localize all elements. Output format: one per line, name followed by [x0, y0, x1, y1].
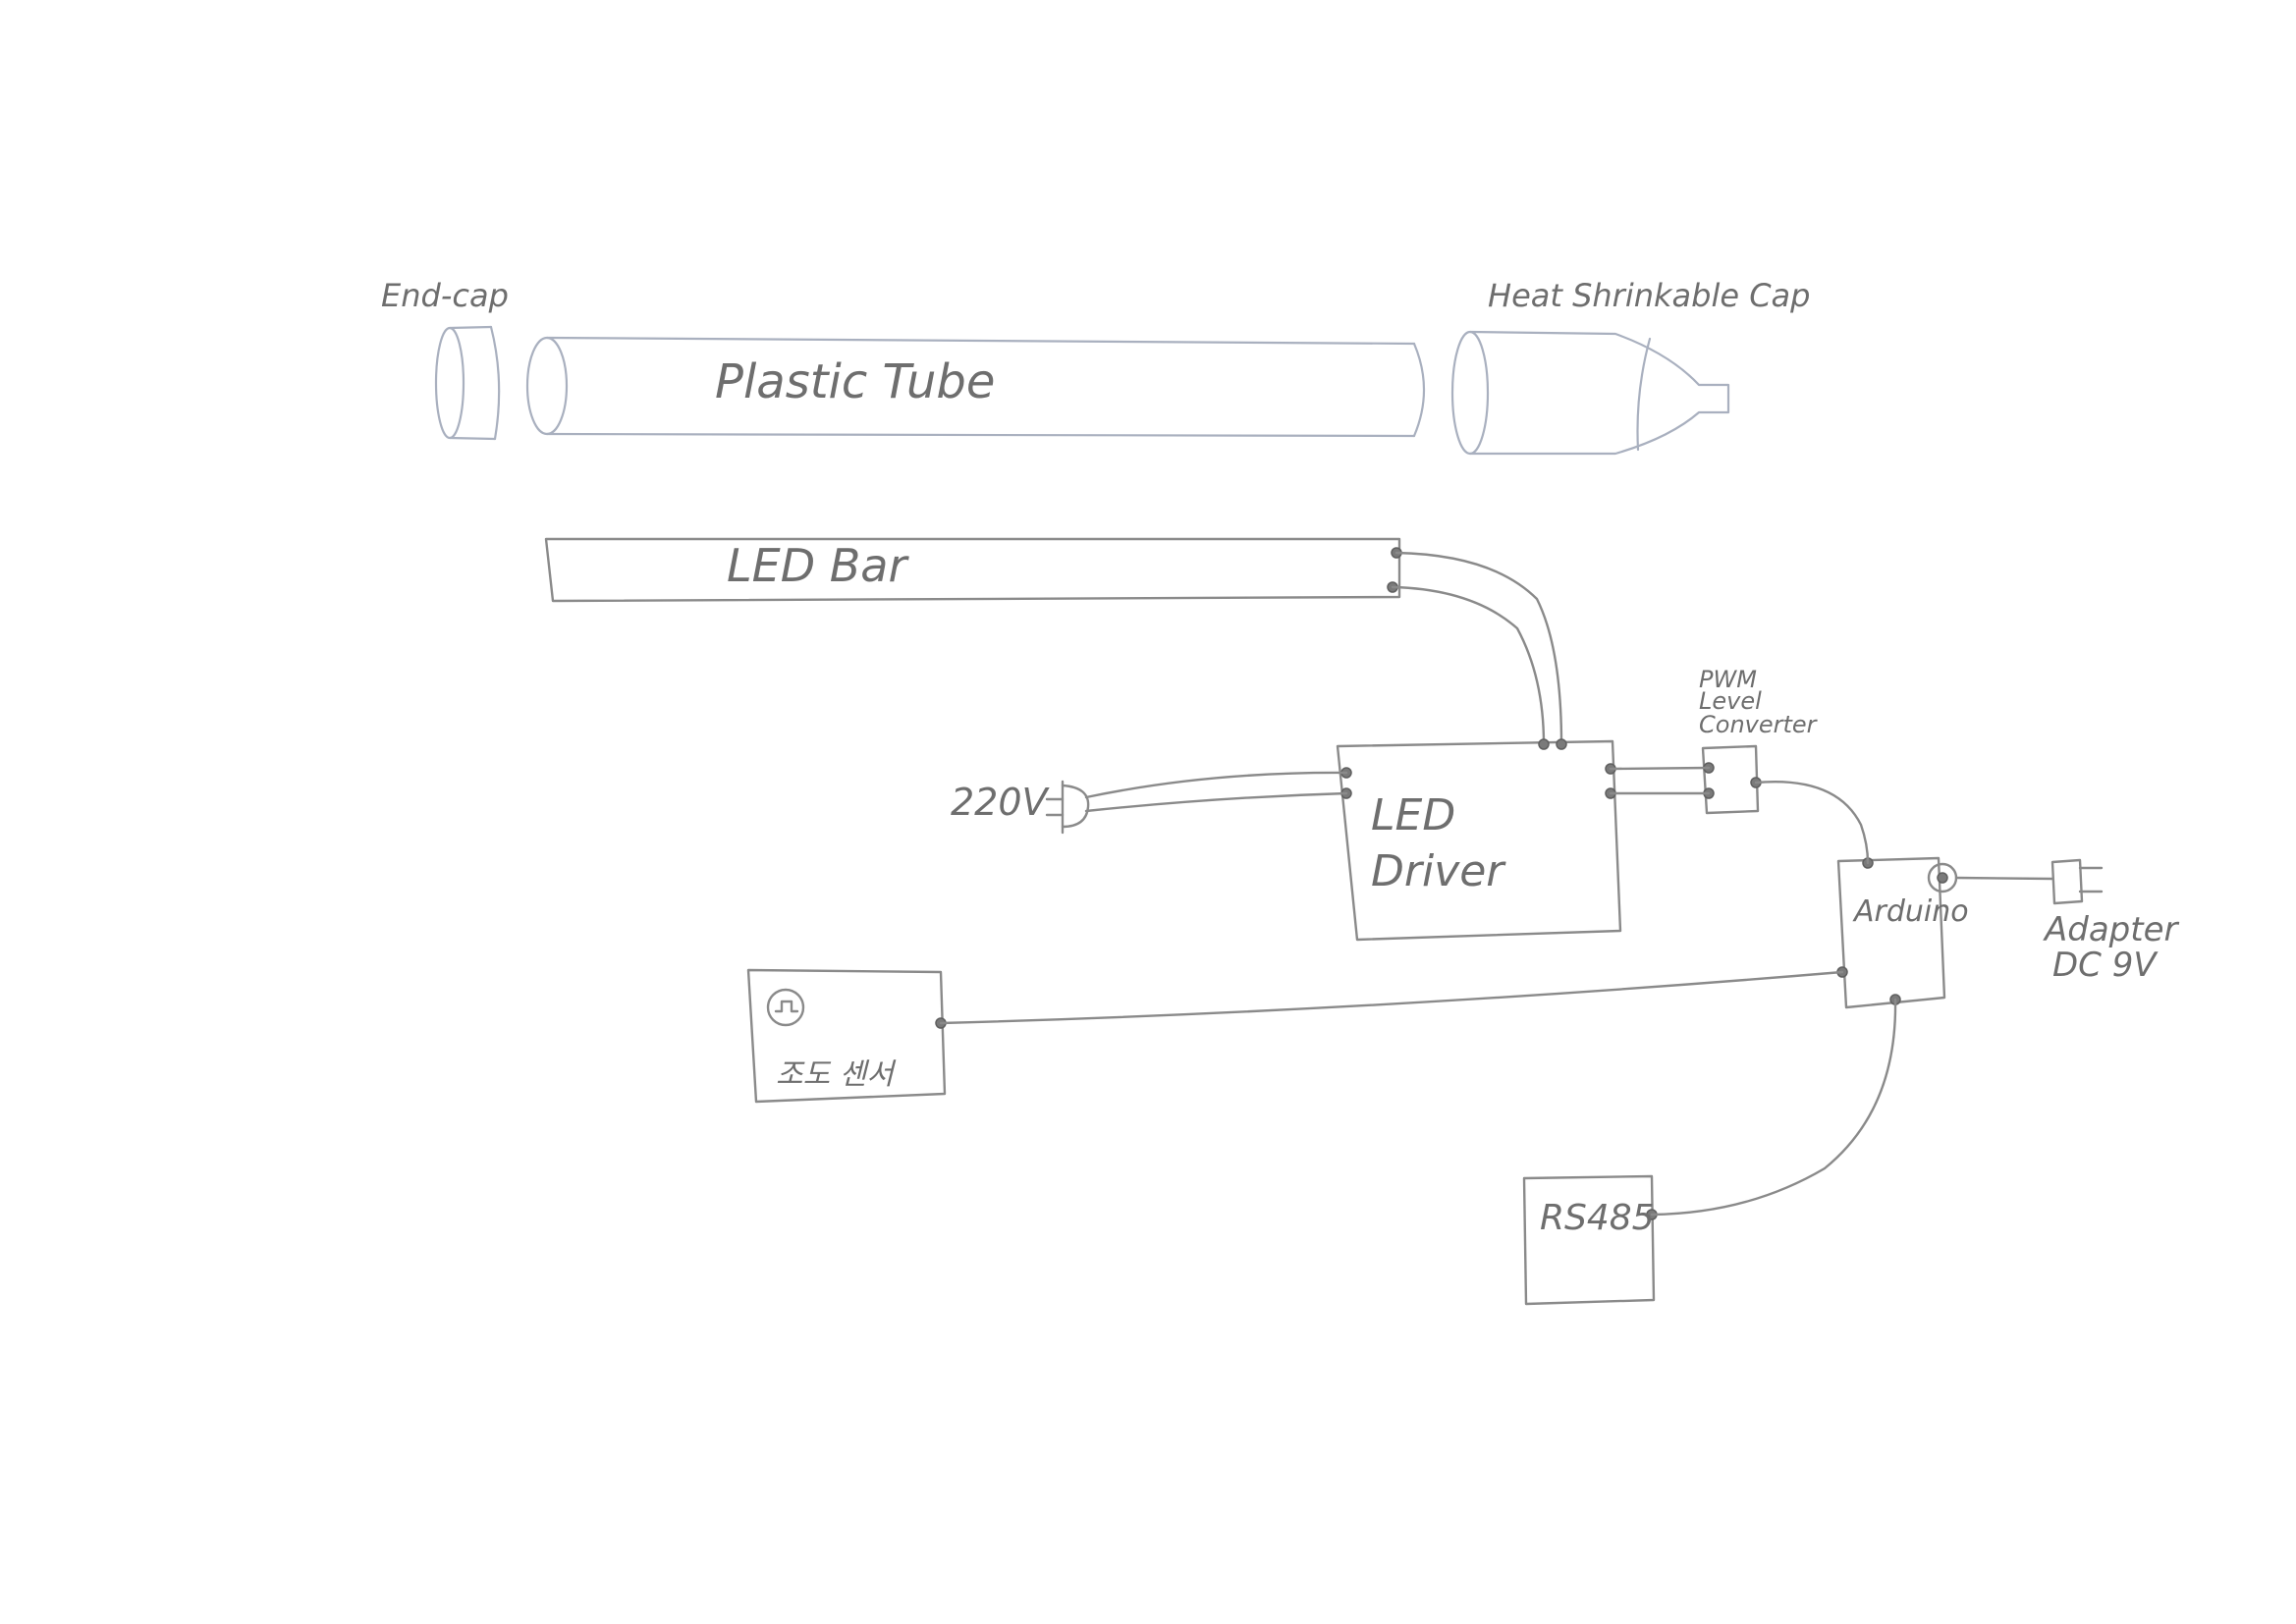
led-bar-label: LED Bar — [727, 539, 909, 592]
rs485-module — [1522, 1174, 1658, 1306]
end-cap-label: End-cap — [381, 277, 509, 314]
rs485-label: RS485 — [1540, 1198, 1655, 1238]
pwm-label-line3: Converter — [1699, 711, 1819, 738]
wire-arduino-adapter — [1954, 876, 2054, 881]
wire-mains-2 — [1084, 791, 1348, 813]
sensor-label: 조도 센서 — [776, 1057, 897, 1092]
led-bar — [544, 537, 1402, 603]
wire-pwm-arduino — [1754, 781, 1870, 865]
heat-shrinkable-cap — [1450, 330, 1730, 456]
wire-arduino-rs485 — [1650, 998, 1897, 1217]
wire-sensor-arduino — [939, 970, 1844, 1025]
dc-adapter-plug — [2050, 858, 2104, 905]
wire-mains-1 — [1084, 771, 1348, 799]
led-driver-label-line1: LED — [1371, 790, 1455, 840]
led-driver-label-line2: Driver — [1371, 846, 1506, 896]
plastic-tube — [525, 336, 1426, 438]
pwm-label-line2: Level — [1699, 687, 1762, 715]
adapter-label-line2: DC 9V — [2052, 946, 2159, 985]
arduino — [1836, 856, 1958, 1009]
heat-shrinkable-cap-label: Heat Shrinkable Cap — [1488, 277, 1810, 314]
wire-ledbar-driver-1 — [1394, 551, 1563, 746]
plastic-tube-label: Plastic Tube — [715, 354, 995, 409]
pwm-level-converter — [1701, 744, 1762, 815]
adapter-label-line1: Adapter — [2043, 910, 2180, 949]
voltage-220-label: 220V — [951, 781, 1051, 824]
arduino-label: Arduino — [1852, 894, 1969, 929]
wire-driver-pwm-1 — [1609, 766, 1711, 771]
end-cap — [434, 325, 501, 441]
pwm-label-line1: PWM — [1699, 666, 1757, 693]
wire-ledbar-driver-2 — [1391, 585, 1546, 746]
power-plug-icon — [1045, 780, 1090, 835]
sensor-icon — [766, 988, 805, 1027]
